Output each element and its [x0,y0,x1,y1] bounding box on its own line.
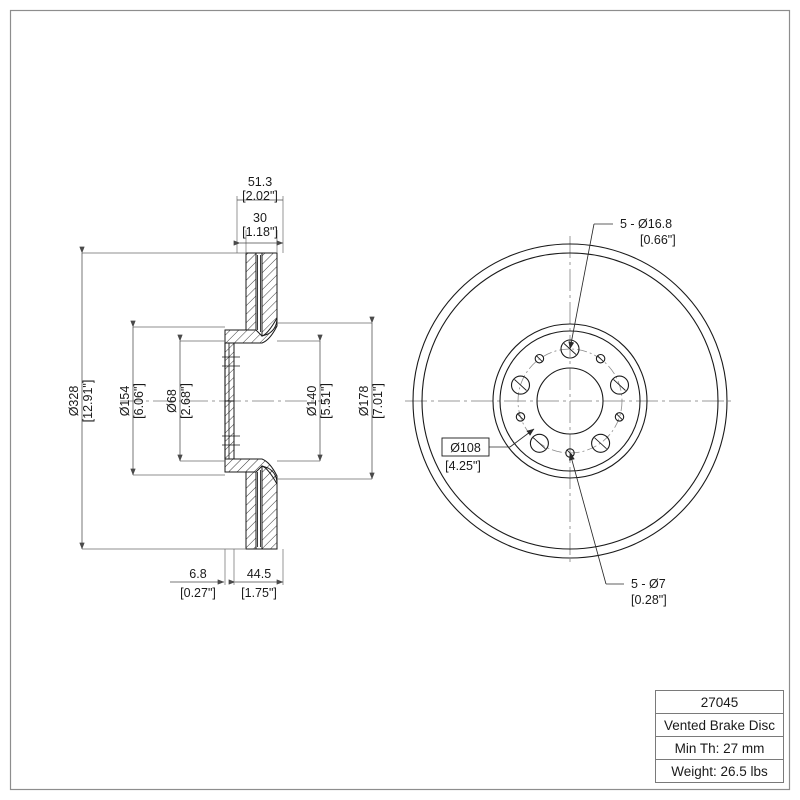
pilot-hole [614,412,625,422]
dim-hub-outer-diameter-imperial: [7.01"] [371,383,385,419]
dim-inner-vent-diameter-imperial: [5.51"] [319,383,333,419]
pilot-hole [515,412,526,422]
rotor-upper-section [224,252,278,402]
hub-bolt-hole-marks [222,356,240,446]
dimension-overall-width: 51.3 [2.02"] [236,175,284,253]
dim-inner-vent-diameter-metric: Ø140 [305,386,319,417]
dim-outer-diameter-imperial: [12.91"] [81,380,95,423]
lug-hole-group [510,339,630,453]
front-face-view: 5 - Ø16.8 [0.66"] Ø108 [4.25"] 5 - Ø7 [0… [405,217,735,607]
lug-hole [510,375,531,395]
rotor-lower-section [224,400,278,550]
dimension-outer-diameter: Ø328 [12.91"] [67,246,246,550]
callout-lug-holes-line1: 5 - Ø16.8 [620,217,672,231]
dim-center-bore-diameter-metric: Ø68 [165,389,179,413]
callout-pilot-holes-line2: [0.28"] [631,593,667,607]
dimension-center-bore-diameter: Ø68 [2.68"] [165,334,225,462]
dim-hat-depth-metric: 44.5 [247,567,271,581]
lug-hole [529,433,549,453]
dimension-inner-vent-diameter: Ø140 [5.51"] [277,334,333,462]
title-block-part-number: 27045 [701,695,739,710]
dim-overall-width-imperial: [2.02"] [242,189,278,203]
dimension-hub-outer-diameter: Ø178 [7.01"] [277,316,385,480]
dim-hat-depth-imperial: [1.75"] [241,586,277,600]
dim-center-bore-diameter-imperial: [2.68"] [179,383,193,419]
dim-outer-diameter-metric: Ø328 [67,386,81,417]
dimension-disc-width: 30 [1.18"] [233,211,284,253]
pilot-hole [595,353,606,364]
lug-hole [591,433,611,453]
pilot-hole [534,353,545,364]
hub-outer-circle [492,323,648,479]
dimension-hub-offset: 6.8 [0.27"] [170,549,235,600]
dim-hub-offset-metric: 6.8 [189,567,206,581]
dim-disc-width-metric: 30 [253,211,267,225]
rotor-friction-edge [421,252,719,550]
callout-pilot-holes: 5 - Ø7 [0.28"] [569,452,667,607]
dim-hub-flange-diameter-imperial: [6.06"] [132,383,146,419]
dimension-hat-depth: 44.5 [1.75"] [228,549,284,600]
callout-lug-holes: 5 - Ø16.8 [0.66"] [568,217,676,350]
title-block: 27045 Vented Brake Disc Min Th: 27 mm We… [655,690,784,783]
title-block-weight: Weight: 26.5 lbs [671,764,768,779]
dim-overall-width-metric: 51.3 [248,175,272,189]
hub-flange-circle [499,330,641,472]
rotor-outer-edge [412,243,728,559]
dimension-hub-flange-diameter: Ø154 [6.06"] [118,320,225,476]
callout-bolt-circle: Ø108 [4.25"] [441,428,535,473]
callout-lug-holes-line2: [0.66"] [640,233,676,247]
dim-disc-width-imperial: [1.18"] [242,225,278,239]
center-bore-circle [536,367,604,435]
dim-hub-offset-imperial: [0.27"] [180,586,216,600]
dim-hub-flange-diameter-metric: Ø154 [118,386,132,417]
lug-hole [609,375,630,395]
lug-hole [560,339,580,359]
title-block-description: Vented Brake Disc [664,718,775,733]
callout-pilot-holes-line1: 5 - Ø7 [631,577,666,591]
title-block-min-thickness: Min Th: 27 mm [675,741,765,756]
callout-bolt-circle-line2: [4.25"] [445,459,481,473]
cross-section-view: 51.3 [2.02"] 30 [1.18"] Ø328 [12.91"] [67,175,385,600]
callout-bolt-circle-line1: Ø108 [450,441,481,455]
dim-hub-outer-diameter-metric: Ø178 [357,386,371,417]
sheet-border [9,9,791,791]
